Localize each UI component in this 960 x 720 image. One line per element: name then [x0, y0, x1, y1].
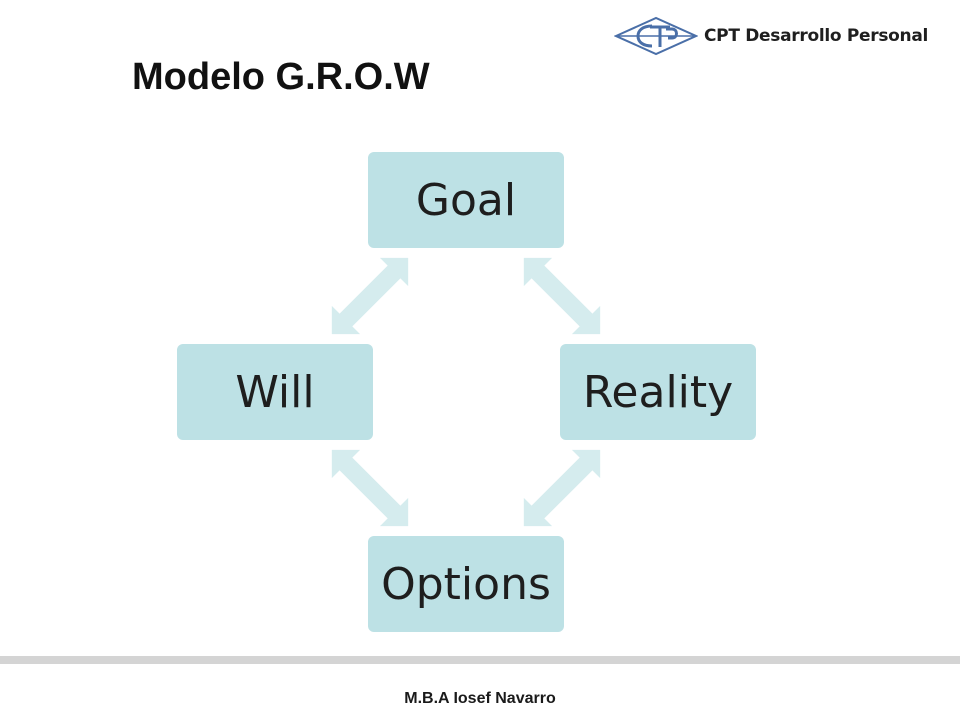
node-options-label: Options [381, 558, 551, 610]
node-reality: Reality [560, 344, 756, 440]
node-goal: Goal [368, 152, 564, 248]
node-will-label: Will [235, 366, 315, 418]
arrow-will-goal [317, 243, 423, 349]
cpt-logo-icon [614, 16, 698, 56]
node-goal-label: Goal [415, 174, 517, 226]
footer-author: M.B.A Iosef Navarro [404, 690, 556, 707]
brand-name: CPT Desarrollo Personal [704, 26, 929, 46]
slide-title: Modelo G.R.O.W [132, 56, 430, 98]
node-will: Will [177, 344, 373, 440]
arrow-goal-reality [509, 243, 615, 349]
arrow-options-will [317, 435, 423, 541]
node-options: Options [368, 536, 564, 632]
arrow-reality-options [509, 435, 615, 541]
footer-divider [0, 656, 960, 664]
node-reality-label: Reality [582, 366, 734, 418]
